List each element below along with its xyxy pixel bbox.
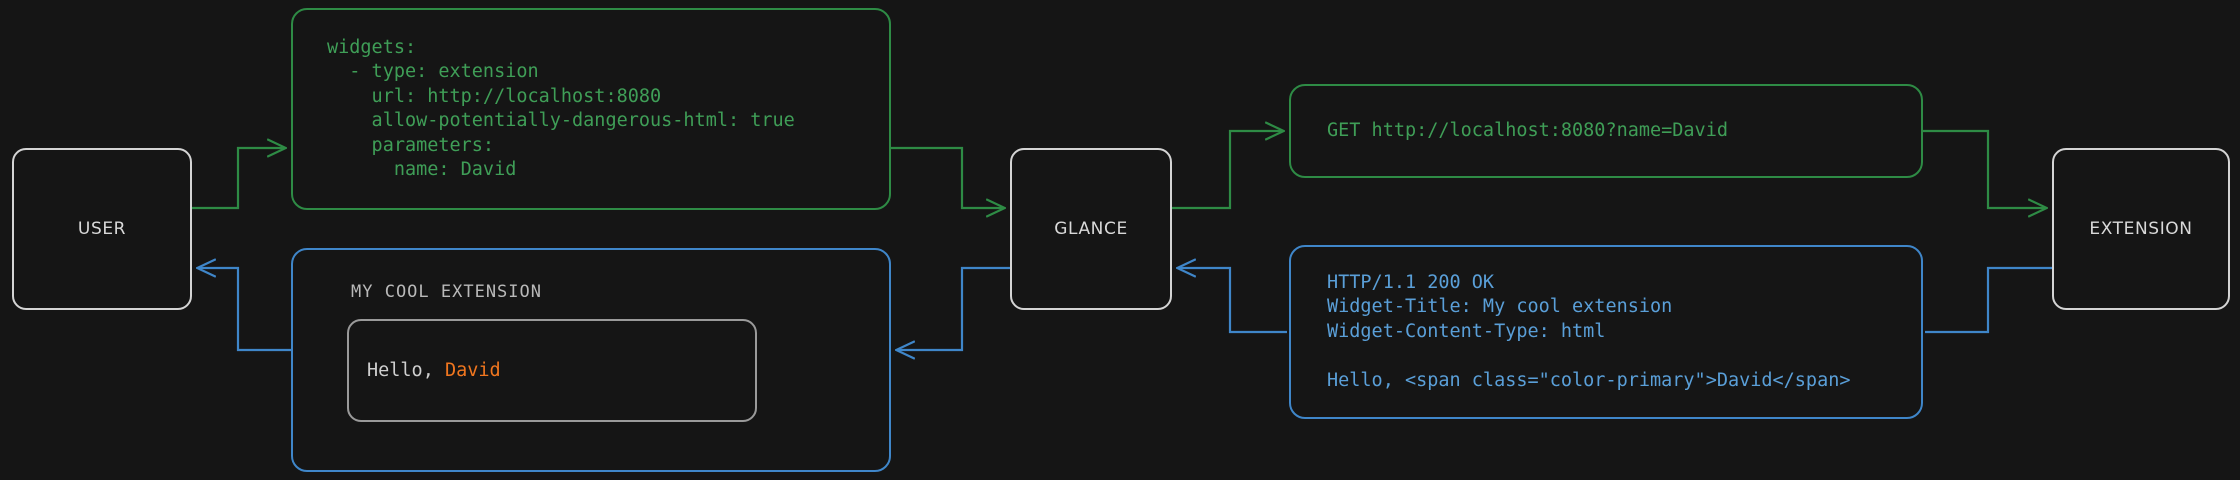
widget-content-card: Hello, David [347,319,757,422]
node-user-label: USER [77,219,127,239]
panel-http-response: HTTP/1.1 200 OK Widget-Title: My cool ex… [1289,245,1923,419]
widget-title: MY COOL EXTENSION [351,282,542,302]
panel-widget-preview: MY COOL EXTENSION Hello, David [291,248,891,472]
wire-config-to-glance [891,146,1004,208]
wire-user-to-config [192,148,285,210]
wire-extension-to-response [1925,266,2052,334]
node-glance[interactable]: GLANCE [1010,148,1172,310]
widget-greeting-prefix: Hello, [367,360,445,381]
wire-glance-to-widget [897,266,1010,350]
node-extension[interactable]: EXTENSION [2052,148,2230,310]
wire-response-to-glance [1178,268,1287,334]
widget-greeting-text: Hello, David [367,360,501,381]
panel-config-yaml: widgets: - type: extension url: http://l… [291,8,891,210]
config-yaml-text: widgets: - type: extension url: http://l… [327,36,795,181]
node-glance-label: GLANCE [1054,219,1128,239]
wire-glance-to-request [1172,131,1283,210]
http-response-text: HTTP/1.1 200 OK Widget-Title: My cool ex… [1327,271,1851,391]
wire-request-to-extension [1923,129,2046,208]
wire-widget-to-user [198,268,291,352]
node-extension-label: EXTENSION [2089,219,2193,239]
panel-http-request: GET http://localhost:8080?name=David [1289,84,1923,178]
node-user[interactable]: USER [12,148,192,310]
widget-greeting-name: David [444,360,501,381]
http-request-text: GET http://localhost:8080?name=David [1327,119,1728,141]
